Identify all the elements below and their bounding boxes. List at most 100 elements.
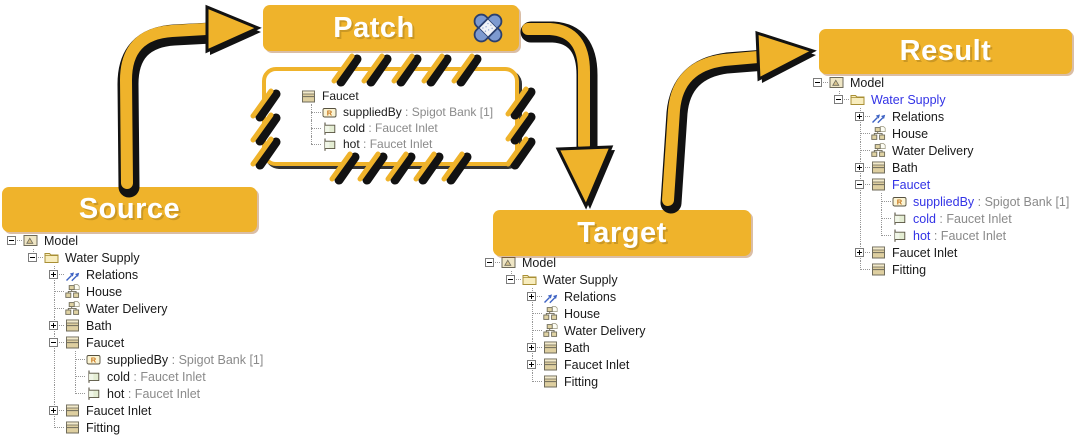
- expander-minus-icon[interactable]: [49, 338, 58, 347]
- tree-item-hot[interactable]: hot : Faucet Inlet: [808, 227, 1069, 244]
- expander-plus-icon[interactable]: [527, 292, 536, 301]
- svg-text:R: R: [897, 197, 903, 206]
- tree-item-fitting[interactable]: Fitting: [808, 261, 1069, 278]
- tree-junction: [44, 419, 65, 436]
- tree-guide: [829, 193, 850, 210]
- tree-item-faucet[interactable]: Faucet: [280, 88, 493, 104]
- tree-junction: [850, 108, 871, 125]
- tree-item-bath[interactable]: Bath: [808, 159, 1069, 176]
- tree-item-relations[interactable]: Relations: [808, 108, 1069, 125]
- model-icon: [501, 255, 520, 270]
- tree-item-fitting[interactable]: Fitting: [2, 419, 263, 436]
- expander-plus-icon[interactable]: [527, 343, 536, 352]
- result-banner-label: Result: [899, 35, 992, 67]
- expander-minus-icon[interactable]: [485, 258, 494, 267]
- tree-item-water-delivery[interactable]: Water Delivery: [808, 142, 1069, 159]
- tree-guide: [2, 351, 23, 368]
- r-property-icon: R: [892, 194, 911, 209]
- tree-item-faucet[interactable]: Faucet: [2, 334, 263, 351]
- tree-item-bath[interactable]: Bath: [480, 339, 646, 356]
- expander-plus-icon[interactable]: [855, 163, 864, 172]
- tree-item-hot[interactable]: hot : Faucet Inlet: [280, 136, 493, 152]
- tree-junction: [522, 356, 543, 373]
- tree-item-cold[interactable]: cold : Faucet Inlet: [2, 368, 263, 385]
- tree-item-cold[interactable]: cold : Faucet Inlet: [808, 210, 1069, 227]
- tree-item-water-supply[interactable]: Water Supply: [808, 91, 1069, 108]
- tree-item-water-supply[interactable]: Water Supply: [2, 249, 263, 266]
- tree-item-fitting[interactable]: Fitting: [480, 373, 646, 390]
- tree-item-water-delivery[interactable]: Water Delivery: [480, 322, 646, 339]
- block-icon: [65, 318, 84, 333]
- tree-item-label: Faucet: [322, 89, 359, 103]
- tree-item-faucet-inlet[interactable]: Faucet Inlet: [480, 356, 646, 373]
- structure-icon: [871, 126, 890, 141]
- tree-item-house[interactable]: House: [2, 283, 263, 300]
- tree-item-label: Faucet Inlet: [86, 403, 152, 418]
- expander-plus-icon[interactable]: [855, 112, 864, 121]
- tree-item-relations[interactable]: Relations: [480, 288, 646, 305]
- expander-minus-icon[interactable]: [834, 95, 843, 104]
- expander-minus-icon[interactable]: [855, 180, 864, 189]
- tree-item-label: Relations: [564, 289, 617, 304]
- tree-junction: [808, 74, 829, 91]
- expander-minus-icon[interactable]: [506, 275, 515, 284]
- block-icon: [301, 89, 320, 104]
- tree-item-faucet[interactable]: Faucet: [808, 176, 1069, 193]
- tree-item-hot[interactable]: hot : Faucet Inlet: [2, 385, 263, 402]
- tree-junction: [501, 271, 522, 288]
- arrow-target-to-result: [660, 30, 817, 214]
- expander-plus-icon[interactable]: [527, 360, 536, 369]
- tree-guide: [2, 334, 23, 351]
- tree-item-model[interactable]: Model: [480, 254, 646, 271]
- folder-icon: [522, 272, 541, 287]
- tree-item-faucet-inlet[interactable]: Faucet Inlet: [2, 402, 263, 419]
- port-icon: [322, 137, 341, 152]
- result-banner: Result: [819, 29, 1072, 74]
- tree-guide: [501, 288, 522, 305]
- tree-junction: [522, 339, 543, 356]
- expander-plus-icon[interactable]: [49, 406, 58, 415]
- tree-item-faucet-inlet[interactable]: Faucet Inlet: [808, 244, 1069, 261]
- tree-item-label: Bath: [86, 318, 112, 333]
- tree-guide: [23, 317, 44, 334]
- tree-item-label: suppliedBy : Spigot Bank [1]: [913, 194, 1070, 209]
- folder-icon: [850, 92, 869, 107]
- tree-junction: [44, 402, 65, 419]
- tree-item-water-delivery[interactable]: Water Delivery: [2, 300, 263, 317]
- tree-item-cold[interactable]: cold : Faucet Inlet: [280, 120, 493, 136]
- tree-junction: [522, 288, 543, 305]
- tree-junction: [65, 385, 86, 402]
- tree-guide: [23, 402, 44, 419]
- tree-item-relations[interactable]: Relations: [2, 266, 263, 283]
- tree-junction: [871, 193, 892, 210]
- tree-item-label: Relations: [86, 267, 139, 282]
- tree-item-label: Fitting: [892, 262, 927, 277]
- tree-junction: [871, 210, 892, 227]
- tree-item-label: Faucet: [892, 177, 931, 192]
- tree-guide: [2, 266, 23, 283]
- tree-item-water-supply[interactable]: Water Supply: [480, 271, 646, 288]
- tree-junction: [2, 232, 23, 249]
- tree-guide: [23, 334, 44, 351]
- tree-guide: [501, 356, 522, 373]
- tree-item-house[interactable]: House: [808, 125, 1069, 142]
- tree-guide: [850, 193, 871, 210]
- tree-guide: [480, 339, 501, 356]
- arrow-source-to-patch: [117, 4, 262, 198]
- tree-item-bath[interactable]: Bath: [2, 317, 263, 334]
- tree-item-house[interactable]: House: [480, 305, 646, 322]
- expander-minus-icon[interactable]: [28, 253, 37, 262]
- expander-plus-icon[interactable]: [855, 248, 864, 257]
- tree-guide: [501, 305, 522, 322]
- expander-plus-icon[interactable]: [49, 270, 58, 279]
- tree-item-model[interactable]: Model: [2, 232, 263, 249]
- expander-plus-icon[interactable]: [49, 321, 58, 330]
- tree-junction: [850, 176, 871, 193]
- tree-item-label: hot : Faucet Inlet: [107, 386, 201, 401]
- expander-minus-icon[interactable]: [813, 78, 822, 87]
- expander-minus-icon[interactable]: [7, 236, 16, 245]
- tree-item-model[interactable]: Model: [808, 74, 1069, 91]
